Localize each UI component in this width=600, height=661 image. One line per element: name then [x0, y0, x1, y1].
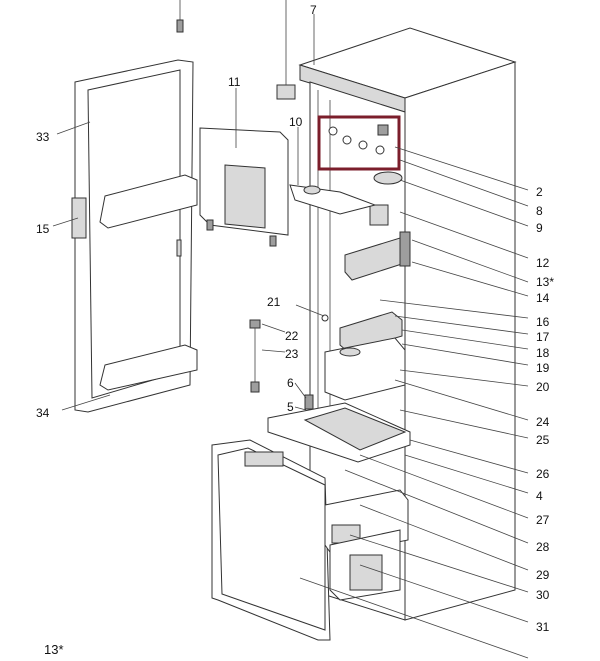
label-19: 19 — [536, 361, 550, 375]
freezer-drawer — [324, 489, 409, 601]
label-8: 8 — [536, 204, 543, 218]
label-15: 15 — [36, 222, 50, 236]
label-2: 2 — [536, 185, 543, 199]
label-11: 11 — [228, 75, 241, 89]
latch — [304, 394, 314, 410]
label-7: 7 — [310, 3, 317, 17]
label-28: 28 — [536, 540, 550, 554]
label-10: 10 — [289, 115, 303, 129]
label-16: 16 — [536, 315, 550, 329]
top-screw — [176, 0, 184, 33]
label-34: 34 — [36, 406, 50, 420]
control-panel — [328, 124, 389, 155]
label-20: 20 — [536, 380, 550, 394]
label-21: 21 — [267, 295, 281, 309]
crisper-box — [324, 337, 406, 401]
label-27: 27 — [536, 513, 550, 527]
label-5: 5 — [287, 400, 294, 414]
thermostat-unit — [369, 171, 403, 226]
cover-panel — [199, 127, 289, 247]
tray — [289, 184, 377, 215]
highlight-box — [317, 115, 401, 171]
label-23: 23 — [285, 347, 299, 361]
label-22: 22 — [285, 329, 299, 343]
shelf-middle — [339, 311, 403, 353]
fridge-door — [71, 59, 198, 413]
label-33: 33 — [36, 130, 50, 144]
leader-lines — [52, 14, 529, 659]
label-9: 9 — [536, 221, 543, 235]
footnote-13star: 13* — [44, 642, 64, 657]
label-14: 14 — [536, 291, 550, 305]
label-12: 12 — [536, 256, 550, 270]
label-26: 26 — [536, 467, 550, 481]
label-17: 17 — [536, 330, 550, 344]
label-4: 4 — [536, 489, 543, 503]
label-25: 25 — [536, 433, 550, 447]
shelf-lower — [267, 402, 411, 463]
label-30: 30 — [536, 588, 550, 602]
lamp-assembly — [249, 314, 329, 393]
freezer-door — [211, 439, 331, 641]
label-13star: 13* — [536, 275, 555, 289]
label-29: 29 — [536, 568, 550, 582]
hinge — [276, 0, 296, 100]
label-18: 18 — [536, 346, 550, 360]
label-31: 31 — [536, 620, 550, 634]
label-6: 6 — [287, 376, 294, 390]
shelf-upper — [344, 231, 411, 281]
label-24: 24 — [536, 415, 550, 429]
